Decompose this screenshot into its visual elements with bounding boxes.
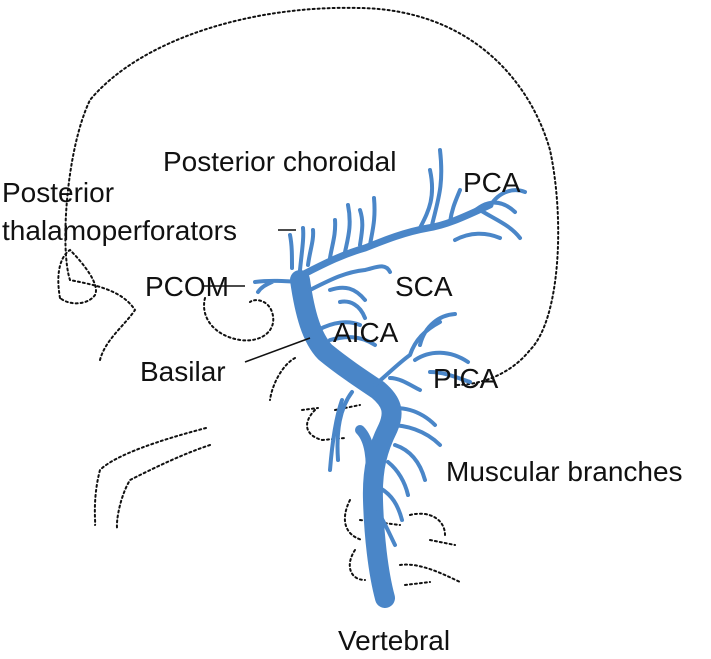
pica-artery xyxy=(373,312,472,392)
muscular-branches xyxy=(328,390,442,547)
label-pcom: PCOM xyxy=(145,271,229,302)
label-posterior-thalamo-line1: Posterior xyxy=(2,177,114,208)
cervical-vertebrae-lower xyxy=(343,499,461,586)
basilar-leader xyxy=(244,337,311,363)
sca-artery xyxy=(308,264,392,320)
label-posterior-choroidal: Posterior choroidal xyxy=(163,146,396,177)
pcom-artery xyxy=(253,278,302,294)
jaw-outline xyxy=(203,297,275,342)
label-sca: SCA xyxy=(395,271,453,302)
skull-outline xyxy=(64,6,560,386)
neck-outline xyxy=(269,357,296,401)
leader-lines xyxy=(202,229,311,363)
label-basilar: Basilar xyxy=(140,356,226,387)
labels: Posterior choroidal PCA Posterior thalam… xyxy=(2,146,683,656)
ear-outline xyxy=(57,248,97,305)
label-muscular-branches: Muscular branches xyxy=(446,456,683,487)
pca-artery xyxy=(296,201,494,280)
lower-neck-outline xyxy=(115,444,211,531)
arteries xyxy=(253,148,527,608)
label-posterior-thalamo-line2: thalamoperforators xyxy=(2,215,237,246)
label-vertebral: Vertebral xyxy=(338,625,450,656)
label-aica: AICA xyxy=(333,317,399,348)
pca-branches xyxy=(328,148,527,260)
aica-artery xyxy=(316,320,377,347)
vertebral-artery-contralateral xyxy=(355,425,376,485)
label-pca: PCA xyxy=(463,167,521,198)
cervical-vertebrae-upper xyxy=(301,404,361,441)
label-pica: PICA xyxy=(433,363,499,394)
posterior-thalamoperforators xyxy=(288,226,316,272)
neck-front-outline xyxy=(93,427,207,526)
